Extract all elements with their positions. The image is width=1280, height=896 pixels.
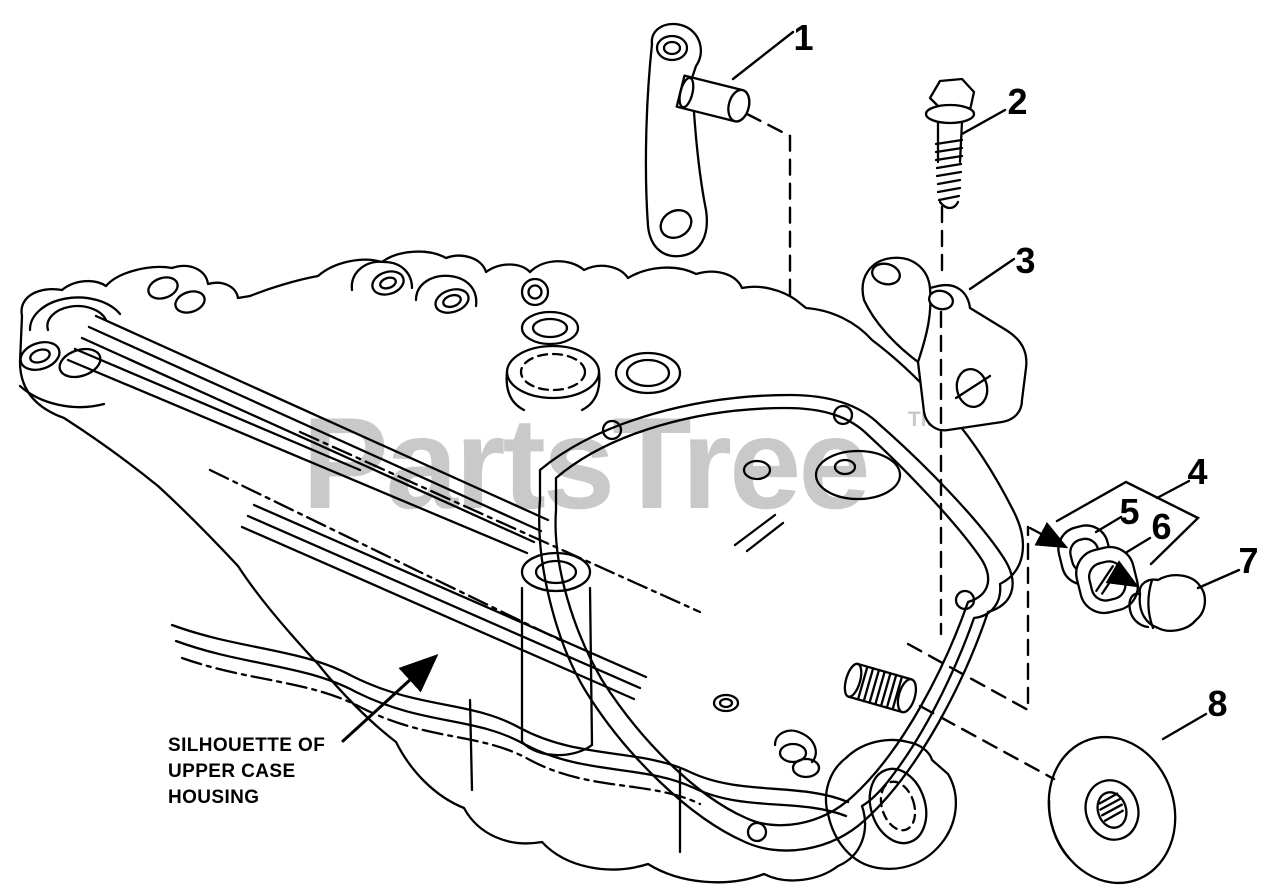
callout-3[interactable]: 3 bbox=[1015, 240, 1035, 281]
note-arrow bbox=[341, 653, 439, 743]
housing-rib-fins bbox=[66, 314, 702, 701]
leader-1 bbox=[731, 30, 795, 81]
callout-5[interactable]: 5 bbox=[1119, 491, 1139, 532]
part-1-lever[interactable] bbox=[644, 22, 752, 258]
leader-6 bbox=[1125, 536, 1152, 554]
silhouette-note: SILHOUETTE OF UPPER CASE HOUSING bbox=[168, 733, 325, 811]
silhouette-note-line2: UPPER CASE bbox=[168, 761, 296, 782]
callout-2[interactable]: 2 bbox=[1007, 81, 1027, 122]
assembly-axis-1 bbox=[745, 112, 792, 298]
housing-lower-body bbox=[170, 623, 850, 854]
housing-gasket-face bbox=[520, 393, 1014, 852]
callout-1[interactable]: 1 bbox=[793, 17, 813, 58]
housing-center-bores bbox=[505, 277, 682, 412]
pointer-arrow-5 bbox=[1028, 521, 1069, 549]
callout-7[interactable]: 7 bbox=[1238, 540, 1258, 581]
leader-5 bbox=[1094, 515, 1123, 534]
housing-output-saddle bbox=[824, 738, 958, 870]
leader-3 bbox=[968, 257, 1016, 291]
watermark: PartsTree TM bbox=[302, 390, 938, 536]
assembly-axis-group-4 bbox=[906, 525, 1030, 713]
leader-8 bbox=[1161, 712, 1208, 741]
silhouette-note-line3: HOUSING bbox=[168, 787, 260, 808]
upper-case-housing bbox=[18, 250, 1025, 884]
callout-6[interactable]: 6 bbox=[1151, 506, 1171, 547]
housing-silhouette bbox=[18, 250, 1025, 884]
part-7-plug[interactable] bbox=[1128, 574, 1207, 632]
group-bracket-4 bbox=[1055, 480, 1201, 566]
leader-4 bbox=[1155, 479, 1191, 500]
pointer-arrow-6 bbox=[1105, 560, 1140, 588]
assembly-axis-8 bbox=[918, 704, 1056, 781]
part-2-bolt[interactable] bbox=[924, 77, 976, 210]
part-8-washer-disc[interactable] bbox=[1030, 720, 1194, 896]
leader-7 bbox=[1196, 568, 1241, 590]
callout-4[interactable]: 4 bbox=[1187, 451, 1207, 492]
leader-2 bbox=[960, 108, 1007, 136]
housing-left-end-bosses bbox=[18, 260, 478, 409]
part-3-bracket[interactable] bbox=[861, 256, 1028, 432]
brake-shaft-spline bbox=[843, 662, 918, 714]
callout-8[interactable]: 8 bbox=[1207, 683, 1227, 724]
silhouette-note-line1: SILHOUETTE OF bbox=[168, 735, 326, 756]
watermark-text: PartsTree bbox=[302, 390, 868, 536]
assembly-axis-2 bbox=[939, 205, 944, 636]
